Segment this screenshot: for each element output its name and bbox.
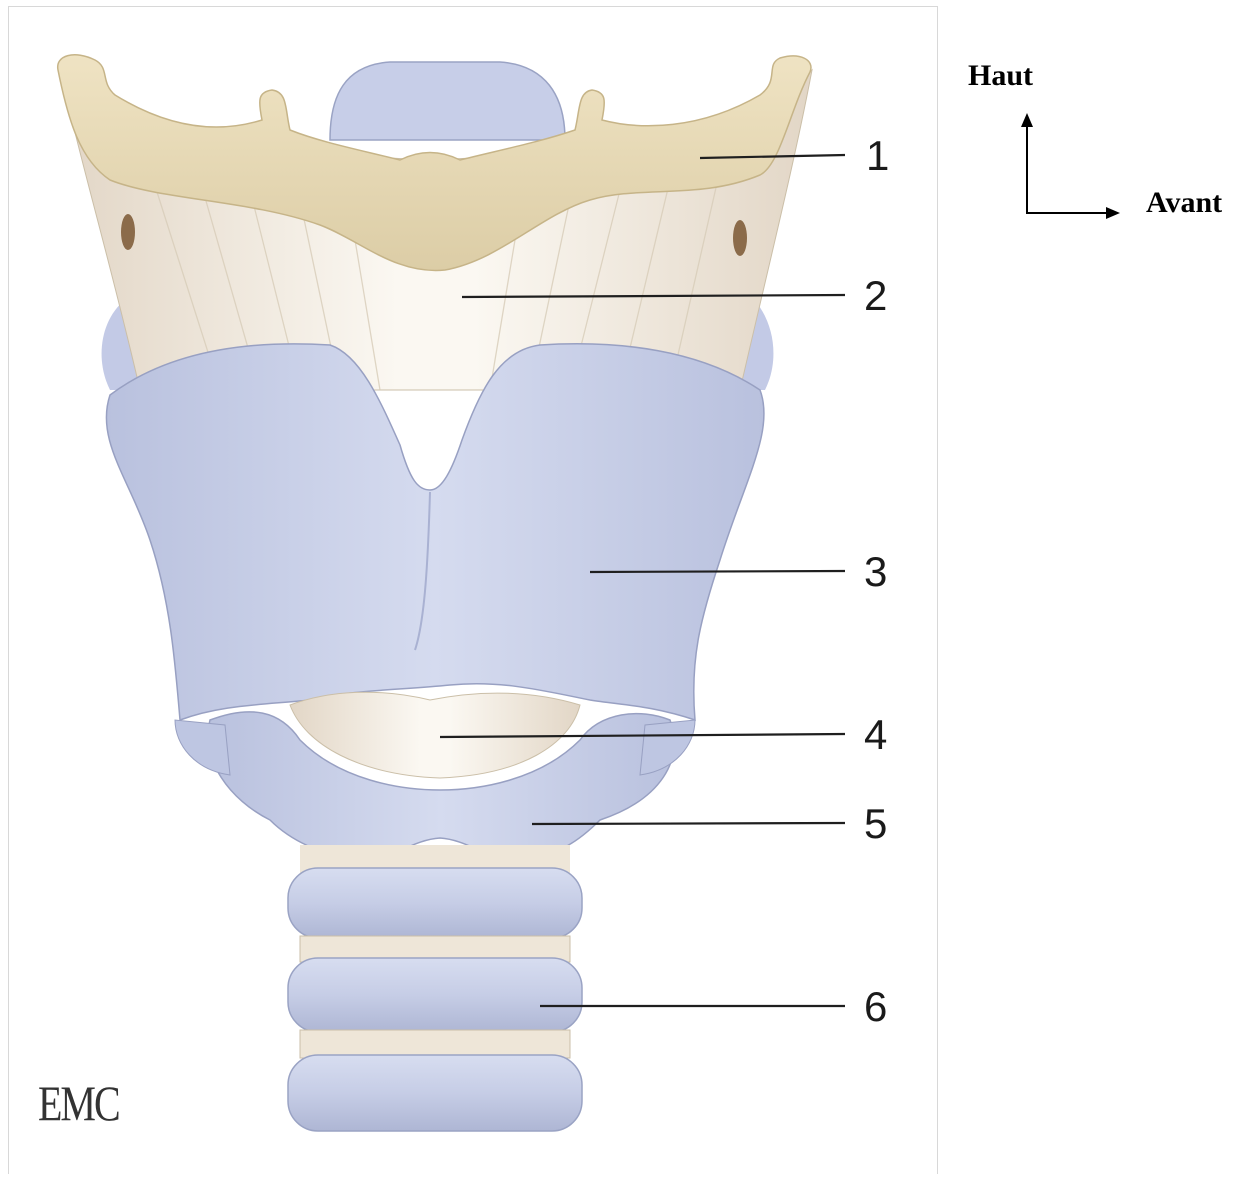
orientation-indicator [1021,113,1120,219]
inferior-horn-left [175,720,230,775]
foramen-right [733,220,747,256]
tracheal-ring-1 [288,868,582,938]
foramen-left [121,214,135,250]
label-3: 3 [864,548,887,595]
thyroid-cartilage [106,344,764,720]
tracheal-ring-2 [288,958,582,1032]
label-5: 5 [864,800,887,847]
tracheal-ring-3 [288,1055,582,1131]
emc-logo: EMC [38,1076,119,1131]
forward-arrow-head-icon [1106,207,1120,219]
leader-line-3 [590,571,845,572]
up-arrow-head-icon [1021,113,1033,127]
label-2: 2 [864,272,887,319]
label-6: 6 [864,983,887,1030]
label-1: 1 [866,132,889,179]
orientation-up-label: Haut [968,59,1033,93]
label-4: 4 [864,711,887,758]
trachea-membrane-3 [300,1030,570,1058]
orientation-forward-label: Avant [1146,186,1222,220]
leader-line-5 [532,823,845,824]
epiglottis [330,62,565,140]
